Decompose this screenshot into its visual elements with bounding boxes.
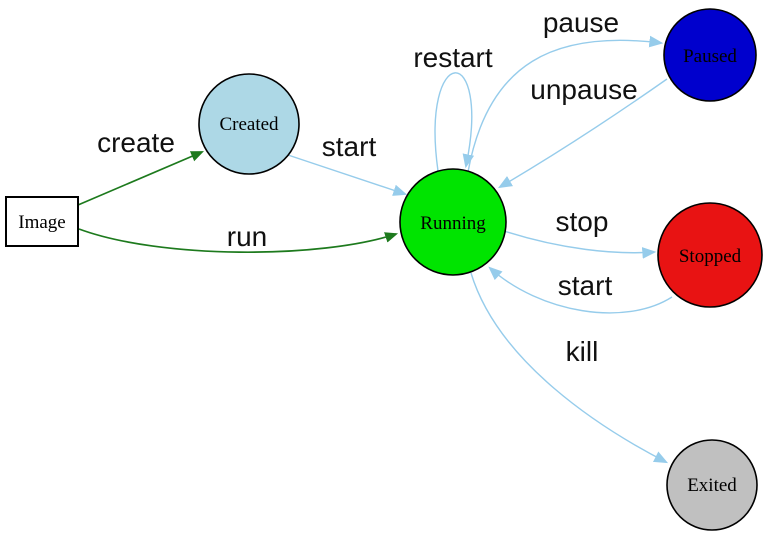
- edge-label-kill: kill: [566, 336, 599, 367]
- image-node-shape: [5, 196, 79, 247]
- edge-label-start-top: start: [322, 131, 377, 162]
- created-node-label: Created: [219, 114, 279, 135]
- edge-create: [77, 151, 204, 206]
- image-node-label: Image: [18, 212, 65, 233]
- exited-node-shape: [666, 439, 758, 531]
- stopped-node-shape: [657, 202, 763, 308]
- edge-label-unpause: unpause: [530, 74, 637, 105]
- edge-pause: [467, 35, 664, 173]
- paused-node-label: Paused: [683, 46, 737, 67]
- edge-label-start-bottom: start: [558, 270, 613, 301]
- edge-start-created-running: [287, 154, 408, 196]
- edge-run: [78, 228, 399, 254]
- node-image: Image: [5, 196, 79, 247]
- node-exited: Exited: [666, 439, 758, 531]
- paused-node-shape: [663, 8, 757, 102]
- edge-label-create: create: [97, 127, 175, 158]
- edge-start-stopped-running: [488, 266, 673, 314]
- edge-kill: [470, 272, 669, 464]
- node-created: Created: [198, 73, 300, 175]
- edge-unpause: [497, 78, 668, 189]
- exited-node-label: Exited: [687, 475, 737, 496]
- stopped-node-label: Stopped: [679, 246, 742, 267]
- edge-label-stop: stop: [556, 206, 609, 237]
- edge-stop: [503, 230, 657, 259]
- running-node-shape: [399, 168, 507, 276]
- edge-restart-self-loop: [434, 72, 475, 172]
- created-node-shape: [198, 73, 300, 175]
- edge-label-run: run: [227, 221, 267, 252]
- node-running: Running: [399, 168, 507, 276]
- edge-label-restart: restart: [413, 42, 493, 73]
- running-node-label: Running: [420, 213, 486, 234]
- edge-label-pause: pause: [543, 7, 619, 38]
- node-paused: Paused: [663, 8, 757, 102]
- node-stopped: Stopped: [657, 202, 763, 308]
